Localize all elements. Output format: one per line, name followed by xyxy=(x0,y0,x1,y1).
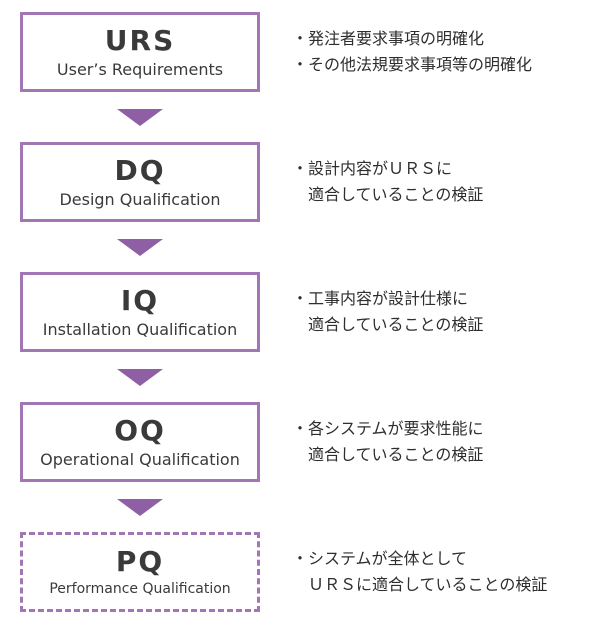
dq-note-line-1: ・設計内容がＵＲＳに xyxy=(292,158,453,178)
dq-notes: ・設計内容がＵＲＳに 適合していることの検証 xyxy=(292,156,600,209)
dq-fullname-label: Design Qualification xyxy=(59,189,221,209)
arrow-row-4 xyxy=(0,482,260,532)
dq-acronym-label: DQ xyxy=(114,153,166,187)
down-arrow-icon xyxy=(117,108,163,126)
oq-note-line-2: 適合していることの検証 xyxy=(308,445,484,464)
dq-note-line-2: 適合していることの検証 xyxy=(308,185,484,204)
iq-acronym-label: IQ xyxy=(120,283,160,317)
urs-acronym-label: URS xyxy=(104,23,176,57)
iq-fullname-label: Installation Qualification xyxy=(42,319,238,339)
oq-box: OQ Operational Qualification xyxy=(20,402,260,482)
iq-note-line-1: ・工事内容が設計仕様に xyxy=(292,288,469,308)
urs-notes: ・発注者要求事項の明確化 ・その他法規要求事項等の明確化 xyxy=(292,26,600,79)
dq-box: DQ Design Qualification xyxy=(20,142,260,222)
arrow-row-1 xyxy=(0,92,260,142)
step-row-pq: PQ Performance Qualification ・システムが全体として… xyxy=(0,532,600,612)
iq-note-line-2: 適合していることの検証 xyxy=(308,315,484,334)
step-row-dq: DQ Design Qualification ・設計内容がＵＲＳに 適合してい… xyxy=(0,142,600,222)
urs-note-line-2: ・その他法規要求事項等の明確化 xyxy=(292,55,533,74)
step-row-iq: IQ Installation Qualification ・工事内容が設計仕様… xyxy=(0,272,600,352)
pq-notes: ・システムが全体として ＵＲＳに適合していることの検証 xyxy=(292,546,600,599)
step-row-oq: OQ Operational Qualification ・各システムが要求性能… xyxy=(0,402,600,482)
pq-box: PQ Performance Qualification xyxy=(20,532,260,612)
oq-fullname-label: Operational Qualification xyxy=(40,449,240,469)
pq-note-line-1: ・システムが全体として xyxy=(292,548,468,568)
step-row-urs: URS User’s Requirements ・発注者要求事項の明確化 ・その… xyxy=(0,12,600,92)
oq-acronym-label: OQ xyxy=(114,413,166,447)
arrow-row-3 xyxy=(0,352,260,402)
oq-note-line-1: ・各システムが要求性能に xyxy=(292,418,484,438)
down-arrow-icon xyxy=(117,368,163,386)
pq-acronym-label: PQ xyxy=(115,544,165,578)
pq-note-line-2: ＵＲＳに適合していることの検証 xyxy=(308,575,548,594)
iq-box: IQ Installation Qualification xyxy=(20,272,260,352)
down-arrow-icon xyxy=(117,498,163,516)
arrow-row-2 xyxy=(0,222,260,272)
urs-fullname-label: User’s Requirements xyxy=(56,59,224,79)
oq-notes: ・各システムが要求性能に 適合していることの検証 xyxy=(292,416,600,469)
urs-box: URS User’s Requirements xyxy=(20,12,260,92)
urs-note-line-1: ・発注者要求事項の明確化 xyxy=(292,28,485,48)
iq-notes: ・工事内容が設計仕様に 適合していることの検証 xyxy=(292,286,600,339)
down-arrow-icon xyxy=(117,238,163,256)
pq-fullname-label: Performance Qualification xyxy=(49,580,231,597)
